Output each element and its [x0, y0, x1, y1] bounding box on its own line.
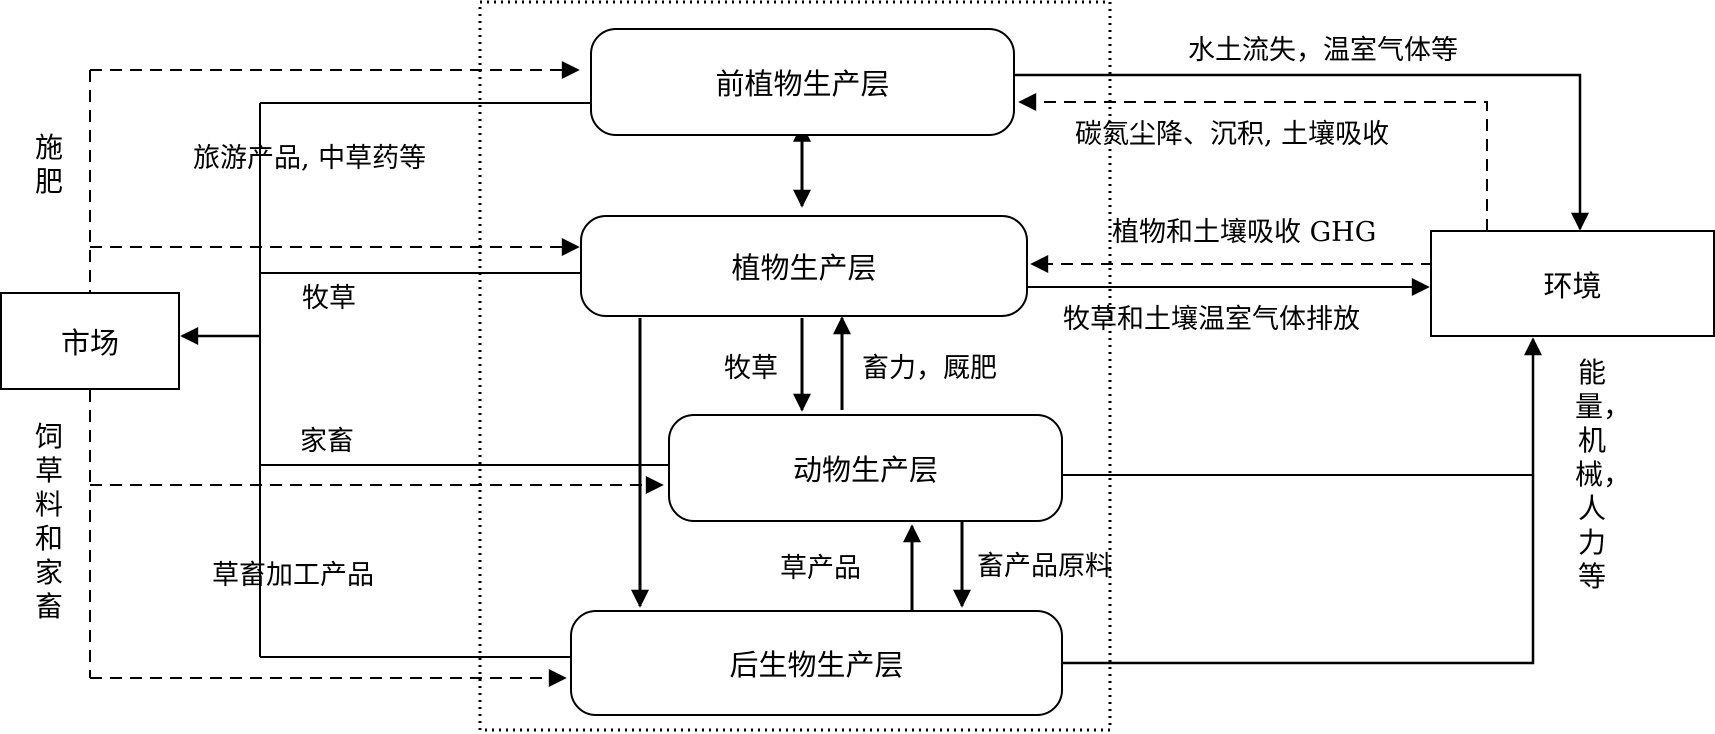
label-deposition: 碳氮尘降、沉积, 土壤吸收: [1075, 119, 1390, 150]
system-boundary: [478, 0, 1112, 732]
label-livestock-market: 家畜: [300, 426, 354, 457]
internal-flows: [631, 123, 971, 610]
label-ghg-emit: 牧草和土壤温室气体排放: [1063, 304, 1360, 335]
fertilizer-text: 施肥: [34, 131, 63, 198]
label-soil-loss: 水土流失，温室气体等: [1188, 35, 1458, 66]
label-forage-down: 牧草: [724, 353, 778, 384]
label-animal-materials: 畜产品原料: [977, 551, 1112, 582]
feed-livestock-text: 饲草料和家畜: [34, 420, 63, 623]
environment-box: 环境: [1430, 230, 1715, 337]
animal-production-layer: 动物生产层: [668, 414, 1063, 522]
market-box: 市场: [0, 292, 180, 390]
label-feed-livestock: 饲草料和家畜: [32, 420, 66, 624]
label-ghg-absorb: 植物和土壤吸收 GHG: [1112, 217, 1377, 248]
label-energy: 能量，机械，人力等: [1575, 356, 1632, 594]
label-draft-manure: 畜力，厩肥: [862, 353, 997, 384]
label-fertilizer: 施肥: [32, 131, 66, 199]
post-biological-production-layer: 后生物生产层: [570, 610, 1063, 716]
energy-text: 能量，机械，人力等: [1575, 356, 1632, 593]
label-processed-products: 草畜加工产品: [212, 560, 374, 591]
plant-production-layer: 植物生产层: [580, 215, 1028, 317]
environment-flows: [1015, 73, 1589, 665]
label-forage-market: 牧草: [302, 283, 356, 314]
pre-plant-production-layer: 前植物生产层: [590, 28, 1015, 136]
label-tourism: 旅游产品, 中草药等: [193, 143, 427, 174]
label-grass-products: 草产品: [780, 553, 861, 584]
market-outflow-lines: [180, 102, 668, 658]
